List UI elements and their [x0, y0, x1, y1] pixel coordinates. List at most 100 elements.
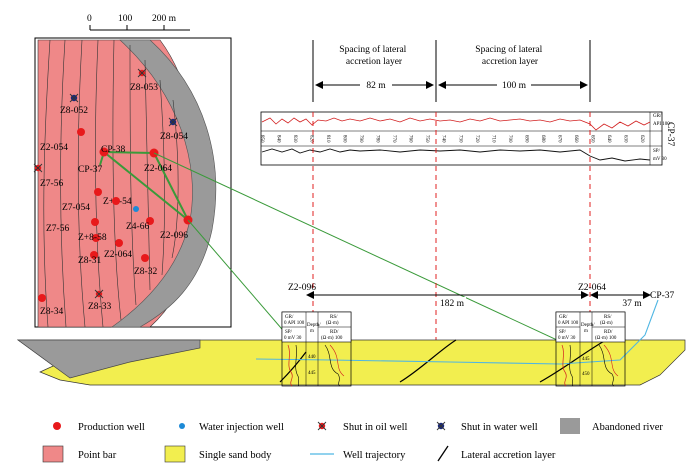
scale-bar: 0 100 200 m [87, 14, 190, 31]
well-label: Z8-32 [134, 267, 157, 277]
log-depth-tick: 780 [375, 135, 380, 143]
log-depth-tick: 720 [474, 135, 479, 143]
log-depth-tick: 820 [309, 135, 314, 143]
log-depth-tick: 800 [342, 135, 347, 143]
water-injection-well-icon [133, 206, 139, 212]
log-side-sp-range: mV 30 [653, 157, 667, 162]
well-label: Z8-34 [40, 307, 63, 317]
production-well-icon [77, 128, 85, 136]
log-r-gr: GR/ [559, 315, 568, 320]
log-depth-tick: 840 [276, 135, 281, 143]
legend-water-injection: Water injection well [179, 422, 284, 433]
sp-curve [261, 148, 651, 162]
log-depth-tick: 620 [639, 135, 644, 143]
legend-abandoned-river-label: Abandoned river [592, 422, 663, 433]
water-injection-icon [179, 423, 185, 429]
legend-point-bar: Point bar [42, 445, 117, 463]
legend-lateral-accretion: Lateral accretion layer [437, 445, 556, 462]
log-well-name: CP-37 [665, 122, 675, 147]
spacing-title-left-l1: Spacing of lateral [339, 44, 406, 55]
log-depth-tick: 680 [540, 135, 545, 143]
log-l-rs-unit: (Ω·m) [326, 321, 339, 326]
log-l-depth: Depth/ [307, 323, 321, 328]
log-l-sp-range: 0 mV 30 [284, 336, 302, 341]
well-label: Z2-054 [40, 143, 68, 153]
well-label: Z8-31 [78, 256, 101, 266]
legend-production-label: Production well [78, 422, 145, 433]
right-well-log: GR/ 0 API 100 SP/ 0 mV 30 Depth/ m RS/ (… [555, 311, 626, 387]
legend-accretion-label: Lateral accretion layer [461, 450, 556, 461]
well-label: CP-38 [101, 145, 126, 155]
distance-right: 37 m [622, 299, 642, 309]
log-side-labels: GR/ API 100 SP/ mV 30 [653, 114, 670, 162]
log-depth-tick: 750 [424, 135, 429, 143]
legend-shut-oil: Shut in oil well [317, 421, 408, 433]
log-r-rs-unit: (Ω·m) [600, 321, 613, 326]
production-well-icon [92, 234, 100, 242]
log-side-gr: GR/ [653, 114, 662, 119]
section-sand-body [39, 339, 686, 386]
legend: Production well Water injection well Shu… [42, 418, 663, 463]
legend-sand-body: Single sand body [164, 445, 272, 463]
log-r-gr-range: 0 API 100 [558, 321, 579, 326]
legend-shut-water-label: Shut in water well [461, 422, 538, 433]
well-label: Z8-053 [130, 83, 158, 93]
log-r-depth-unit: m [584, 329, 588, 334]
section-far-well: CP-37 [650, 291, 675, 301]
log-side-sp: SP/ [653, 149, 661, 154]
shut-oil-well-icon [137, 68, 147, 78]
well-label: Z+8-58 [78, 233, 107, 243]
production-well-icon [141, 254, 149, 262]
scale-tick-100: 100 [118, 14, 133, 24]
log-depth-tick: 760 [408, 135, 413, 143]
log-depth-tick: 650 [589, 135, 594, 143]
log-depth-tick: 640 [606, 135, 611, 143]
scale-tick-0: 0 [87, 14, 92, 24]
legend-production-well: Production well [53, 422, 145, 433]
production-well-icon [94, 188, 102, 196]
log-depth-tick: 630 [622, 135, 627, 143]
cross-section: 182 m 37 m Z2-096 Z2-064 CP-37 GR/ 0 API… [16, 283, 686, 387]
well-label: Z2-064 [144, 164, 172, 174]
log-r-depth: Depth/ [581, 323, 595, 328]
abandoned-river-swatch [560, 418, 580, 434]
legend-shut-oil-label: Shut in oil well [343, 422, 408, 433]
log-l-depth-unit: m [310, 329, 314, 334]
production-well-icon [112, 197, 120, 205]
log-r-rd-unit: (Ω·m) 100 [595, 336, 617, 341]
gr-curve [261, 117, 651, 131]
well-label: Z8-33 [88, 302, 111, 312]
shut-water-well-icon [69, 93, 79, 103]
sand-body-swatch [164, 445, 186, 463]
log-depth-tick: 740 [441, 135, 446, 143]
shut-oil-well-icon [33, 163, 43, 173]
legend-point-bar-label: Point bar [78, 450, 117, 461]
production-well-icon [99, 147, 109, 157]
log-side-gr-range: API 100 [653, 122, 670, 127]
legend-shut-water: Shut in water well [436, 421, 538, 433]
log-l-depth-440: 440 [308, 355, 316, 360]
log-depth-tick: 770 [391, 135, 396, 143]
log-l-rd: RD/ [330, 330, 339, 335]
log-depth-tick: 690 [523, 135, 528, 143]
log-r-depth-450: 450 [582, 372, 590, 377]
well-label: Z7-054 [62, 203, 90, 213]
well-label: CP-37 [78, 165, 103, 175]
spacing-title-left: Spacing of lateral accretion layer [339, 44, 408, 67]
well-label: Z2-096 [160, 231, 188, 241]
log-depth-tick: 850 [259, 135, 264, 143]
well-label: Z8-052 [60, 106, 88, 116]
log-depth-tick: 660 [573, 135, 578, 143]
log-r-depth-445: 445 [582, 357, 590, 362]
left-well-log: GR/ 0 API 100 SP/ 0 mV 30 Depth/ m RS/ (… [281, 311, 352, 387]
shut-water-well-icon [168, 117, 178, 127]
well-label: Z7-56 [40, 179, 63, 189]
shut-oil-well-icon [94, 289, 104, 299]
spacing-title-left-l2: accretion layer [346, 57, 403, 67]
section-accretion-layers [279, 339, 607, 383]
section-left-well: Z2-096 [288, 283, 316, 293]
accretion-curves [43, 39, 179, 328]
log-depth-tick: 670 [556, 135, 561, 143]
